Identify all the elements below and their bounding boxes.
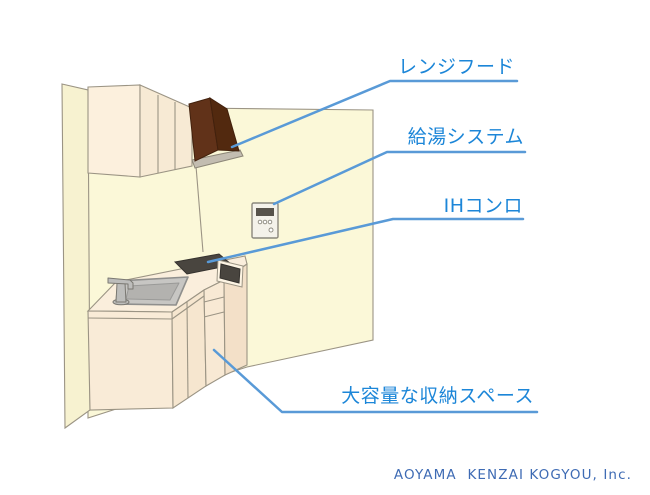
left-wall: [61, 83, 91, 430]
faucet: [107, 277, 134, 306]
counter-edge-line: [171, 295, 205, 320]
label-range-hood: レンジフード: [397, 56, 515, 78]
company-name: AOYAMA KENZAI KOGYOU, Inc.: [393, 467, 632, 483]
counter-edge-line: [87, 317, 173, 320]
cabinet-door-divider: [186, 301, 189, 399]
kitchen-counter: [86, 253, 248, 411]
callout-line-range-hood: [230, 79, 519, 149]
label-water-heater: 給湯システム: [407, 126, 524, 148]
panel-button: [267, 219, 273, 225]
callout-line-ih-cooktop: [206, 217, 525, 264]
upper-cabinets: [87, 84, 193, 178]
panel-screen: [256, 208, 274, 216]
wall-seam-line: [195, 165, 204, 253]
sink-basin: [125, 282, 180, 301]
drawer-divider: [203, 311, 225, 318]
sink-cabinet-front: [87, 310, 174, 411]
panel-button: [268, 227, 274, 233]
range-hood-rim: [191, 149, 244, 169]
range-hood-right-face: [209, 96, 240, 152]
water-heater-panel: [251, 202, 279, 239]
callout-line-water-heater: [272, 150, 527, 206]
drawer-divider: [203, 296, 225, 303]
faucet-post: [115, 282, 127, 303]
label-ih-cooktop: IHコンロ: [443, 195, 523, 217]
panel-button: [262, 219, 268, 225]
faucet-spout: [107, 277, 134, 290]
upper-cabinet-side: [139, 84, 193, 178]
storage-drawers-face: [203, 279, 226, 387]
upper-cabinet-door: [87, 84, 141, 178]
callout-line-storage: [212, 348, 539, 414]
grill-slot: [219, 263, 241, 284]
panel-button: [257, 219, 263, 225]
range-hood-illustration: [188, 96, 244, 169]
label-storage: 大容量な収納スペース: [341, 385, 534, 407]
